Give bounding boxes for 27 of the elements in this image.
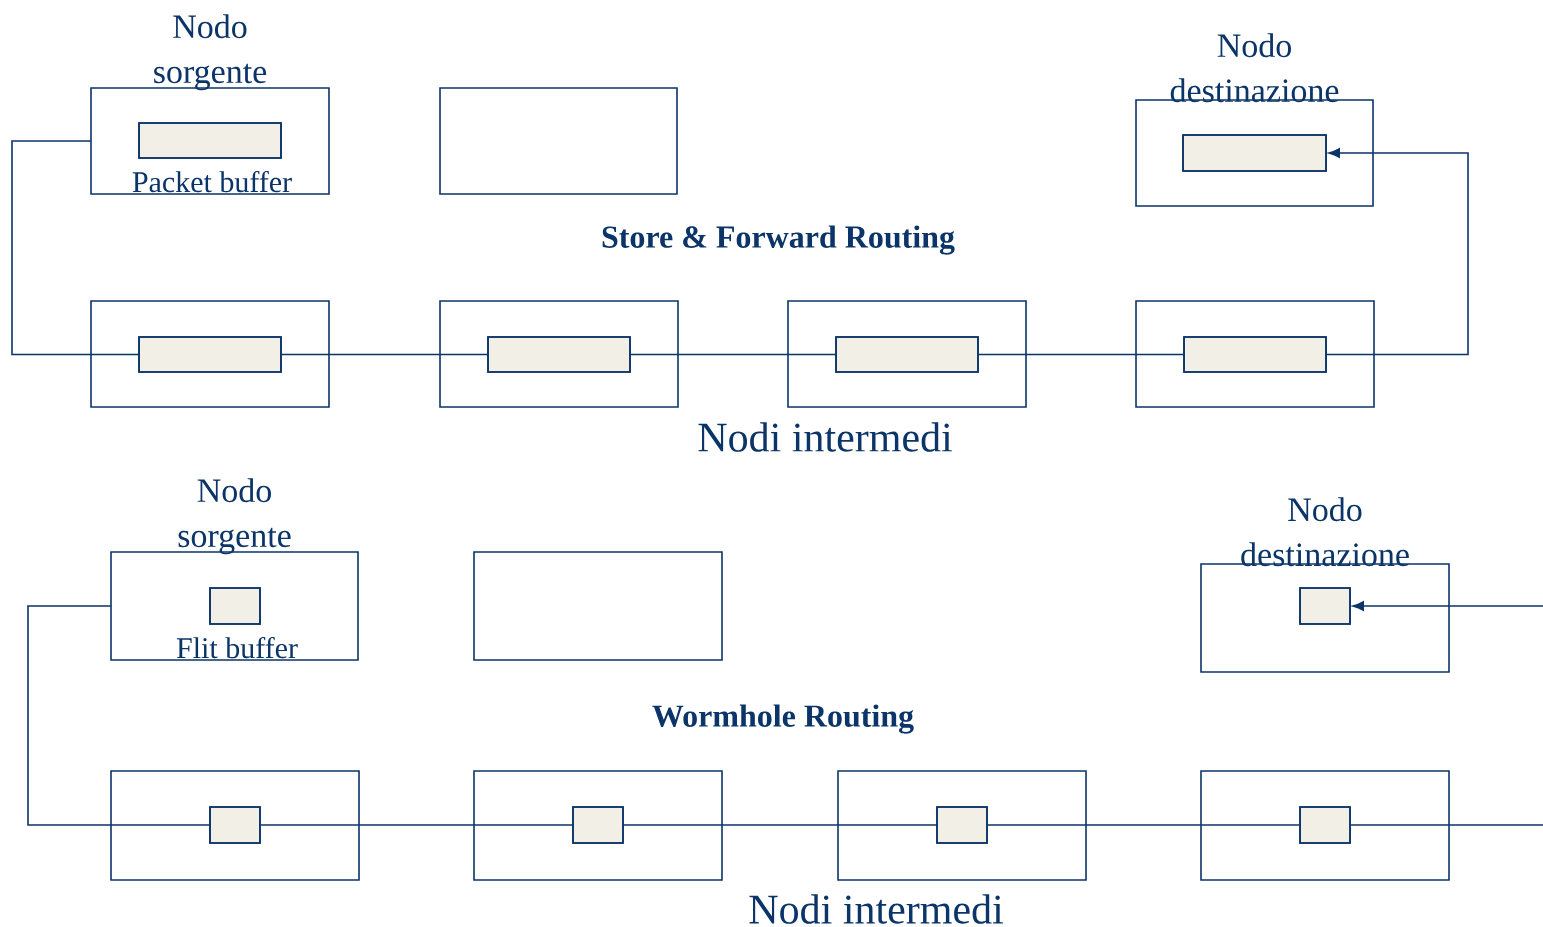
arrow: [1325, 148, 1469, 356]
node-box: [439, 87, 678, 195]
buffer-label: Packet buffer: [132, 170, 292, 193]
node-heading: Nodo sorgente: [178, 478, 291, 555]
connector-line: [986, 824, 1301, 826]
node-heading: Nodo destinazione: [1241, 497, 1409, 567]
node-box: [1200, 770, 1450, 881]
section-title: Wormhole Routing: [652, 704, 914, 734]
group-label: Nodi intermedi: [749, 894, 1003, 924]
group-label: Nodi intermedi: [698, 422, 952, 452]
node-heading: Nodo destinazione: [1170, 33, 1339, 103]
connector-line: [280, 353, 489, 356]
connector-line: [977, 353, 1185, 356]
connector-line: [27, 605, 211, 826]
connector-line: [259, 824, 574, 826]
arrow: [1352, 601, 1543, 611]
connector-line: [622, 824, 938, 826]
section-title: Store & Forward Routing: [602, 225, 955, 255]
node-box: [473, 770, 723, 881]
connector-line: [629, 353, 837, 356]
node-box: [473, 551, 723, 661]
node-box: [110, 770, 360, 881]
connector-line: [11, 140, 140, 356]
node-box: [837, 770, 1087, 881]
connector-line: [1349, 824, 1543, 826]
buffer-label: Flit buffer: [176, 636, 298, 659]
node-heading: Nodo sorgente: [154, 14, 267, 91]
